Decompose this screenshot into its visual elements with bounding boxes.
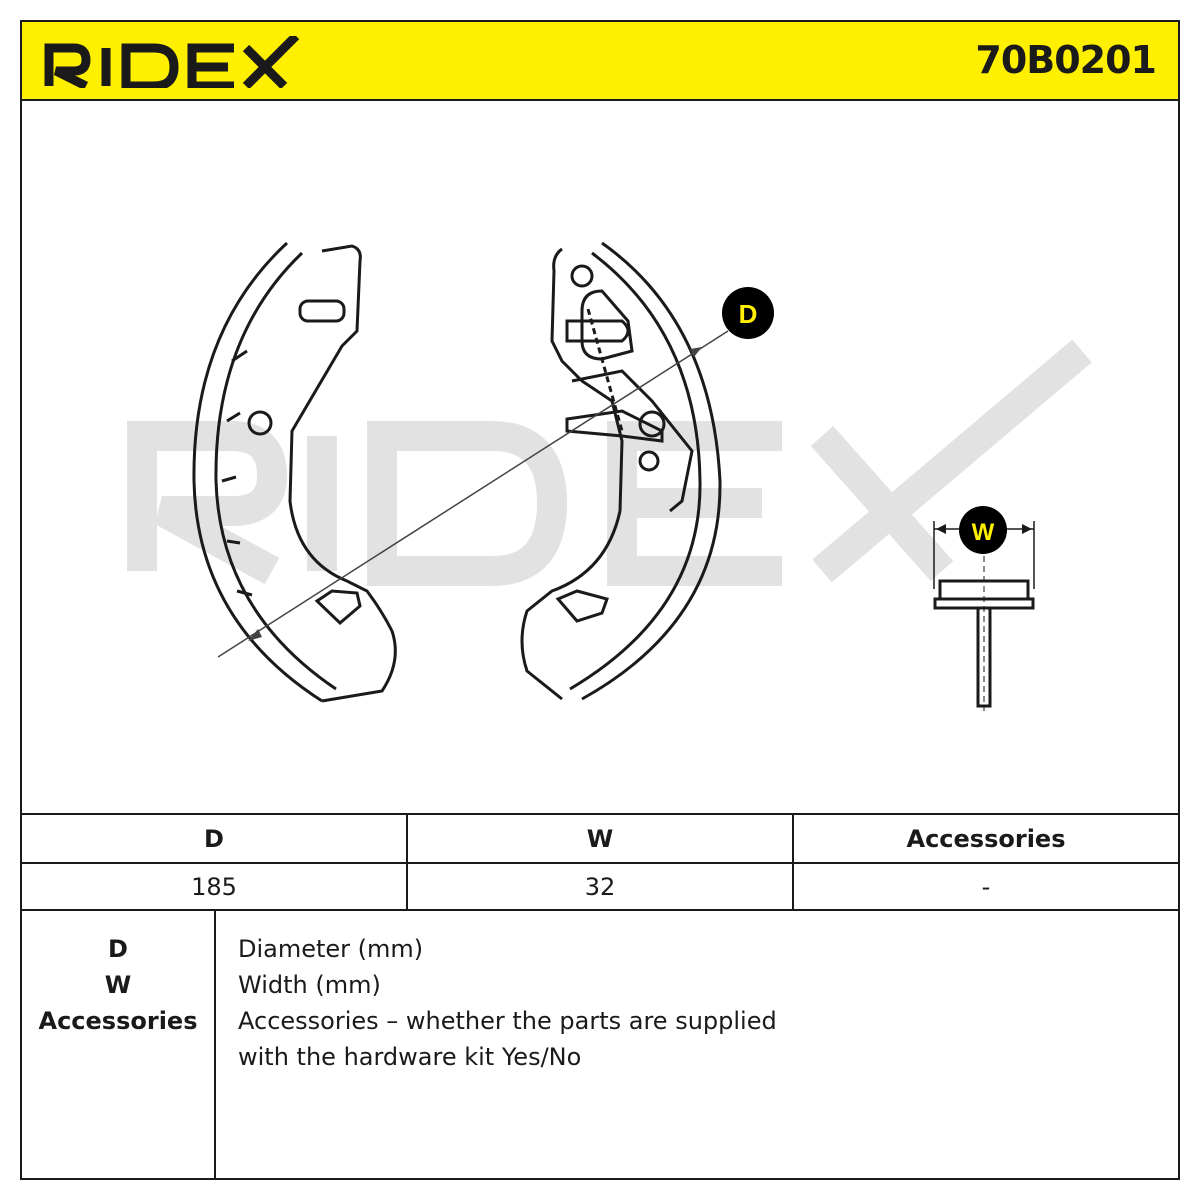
header-d: D [22, 815, 408, 862]
value-w: 32 [408, 864, 794, 909]
brake-shoe-drawing: D W [127, 241, 1092, 711]
legend-key-d: D [108, 935, 128, 963]
right-brake-shoe [520, 241, 722, 701]
legend-key-accessories: Accessories [38, 1007, 198, 1035]
width-detail [933, 521, 1035, 711]
width-callout [959, 506, 1007, 554]
header-w: W [408, 815, 794, 862]
diameter-dimension: D [217, 287, 774, 658]
legend-desc-width: Width (mm) [238, 971, 381, 999]
left-brake-shoe [192, 241, 397, 703]
part-number: 70B0201 [975, 38, 1157, 82]
legend-desc-accessories-cont: with the hardware kit Yes/No [238, 1043, 582, 1071]
spec-value-row: 185 32 - [22, 862, 1178, 911]
ridex-logo [44, 36, 300, 88]
value-accessories: - [981, 872, 991, 901]
legend: D W Accessories Diameter (mm) Width (mm)… [22, 911, 1178, 1178]
legend-desc-diameter: Diameter (mm) [238, 935, 424, 963]
width-callout-label: W [972, 519, 995, 546]
diameter-callout [722, 287, 774, 339]
product-sheet: 70B0201 [20, 20, 1180, 1180]
header-bar: 70B0201 [22, 22, 1178, 101]
value-d: 185 [22, 864, 408, 909]
legend-desc-accessories: Accessories – whether the parts are supp… [238, 1007, 777, 1035]
legend-descriptions: Diameter (mm) Width (mm) Accessories – w… [238, 931, 1158, 1075]
diameter-callout-label: D [739, 299, 758, 329]
legend-key-w: W [104, 971, 132, 999]
ridex-watermark [127, 339, 1092, 586]
spec-header-row: D W Accessories [22, 813, 1178, 862]
header-accessories: Accessories [906, 824, 1066, 853]
legend-keys: D W Accessories [22, 911, 216, 1178]
spec-table: D W Accessories 185 32 - [22, 813, 1178, 911]
